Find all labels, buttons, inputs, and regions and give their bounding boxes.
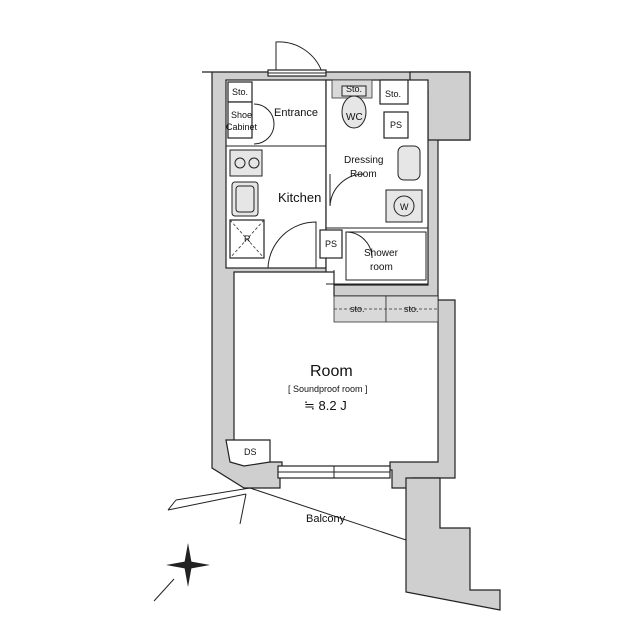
shoe-cabinet-label-line2: Cabinet [226, 122, 258, 132]
room-label: Room [310, 363, 353, 380]
sto-right-box [379, 79, 409, 105]
dressing-room-label-line2: Room [350, 169, 377, 180]
washer-label: W [400, 202, 409, 212]
storage-units [227, 79, 439, 323]
doors [253, 41, 373, 269]
shoe-cabinet-label-line1: Shoe [231, 110, 252, 120]
shower-room-label-line2: room [370, 262, 393, 273]
fixtures [225, 85, 427, 467]
balcony-label: Balcony [306, 513, 346, 525]
compass-icon [153, 543, 210, 602]
toilet-icon [341, 95, 367, 129]
windows [267, 69, 391, 479]
shower-room-label-line1: Shower [364, 248, 399, 259]
sto-room-right-label: sto. [404, 304, 419, 314]
ps-lower-label: PS [325, 239, 337, 249]
refrigerator-label: R [244, 234, 251, 244]
room-note: [ Soundproof room ] [288, 384, 368, 394]
entrance-label: Entrance [274, 107, 318, 119]
shower-room-outline [345, 231, 427, 281]
ps-upper-label: PS [390, 120, 402, 130]
sink-icon [231, 181, 259, 217]
ps-lower-box [319, 229, 343, 259]
room-size: ≒ 8.2 J [304, 398, 347, 413]
sto-room-left-label: sto. [350, 304, 365, 314]
balcony-area [167, 487, 407, 541]
dressing-room-label-line1: Dressing [344, 155, 383, 166]
shoe-cabinet-box [227, 101, 253, 139]
kitchen-label: Kitchen [278, 190, 321, 205]
washbasin-icon [397, 145, 421, 181]
sto-right-label: Sto. [385, 89, 401, 99]
sto-wc-label: Sto. [346, 84, 362, 94]
wc-label: WC [346, 112, 363, 123]
washing-machine-icon [385, 189, 423, 223]
ds-label: DS [244, 447, 257, 457]
ds-box [225, 439, 271, 467]
sto-entrance-label: Sto. [232, 87, 248, 97]
ps-upper-box [383, 111, 409, 139]
